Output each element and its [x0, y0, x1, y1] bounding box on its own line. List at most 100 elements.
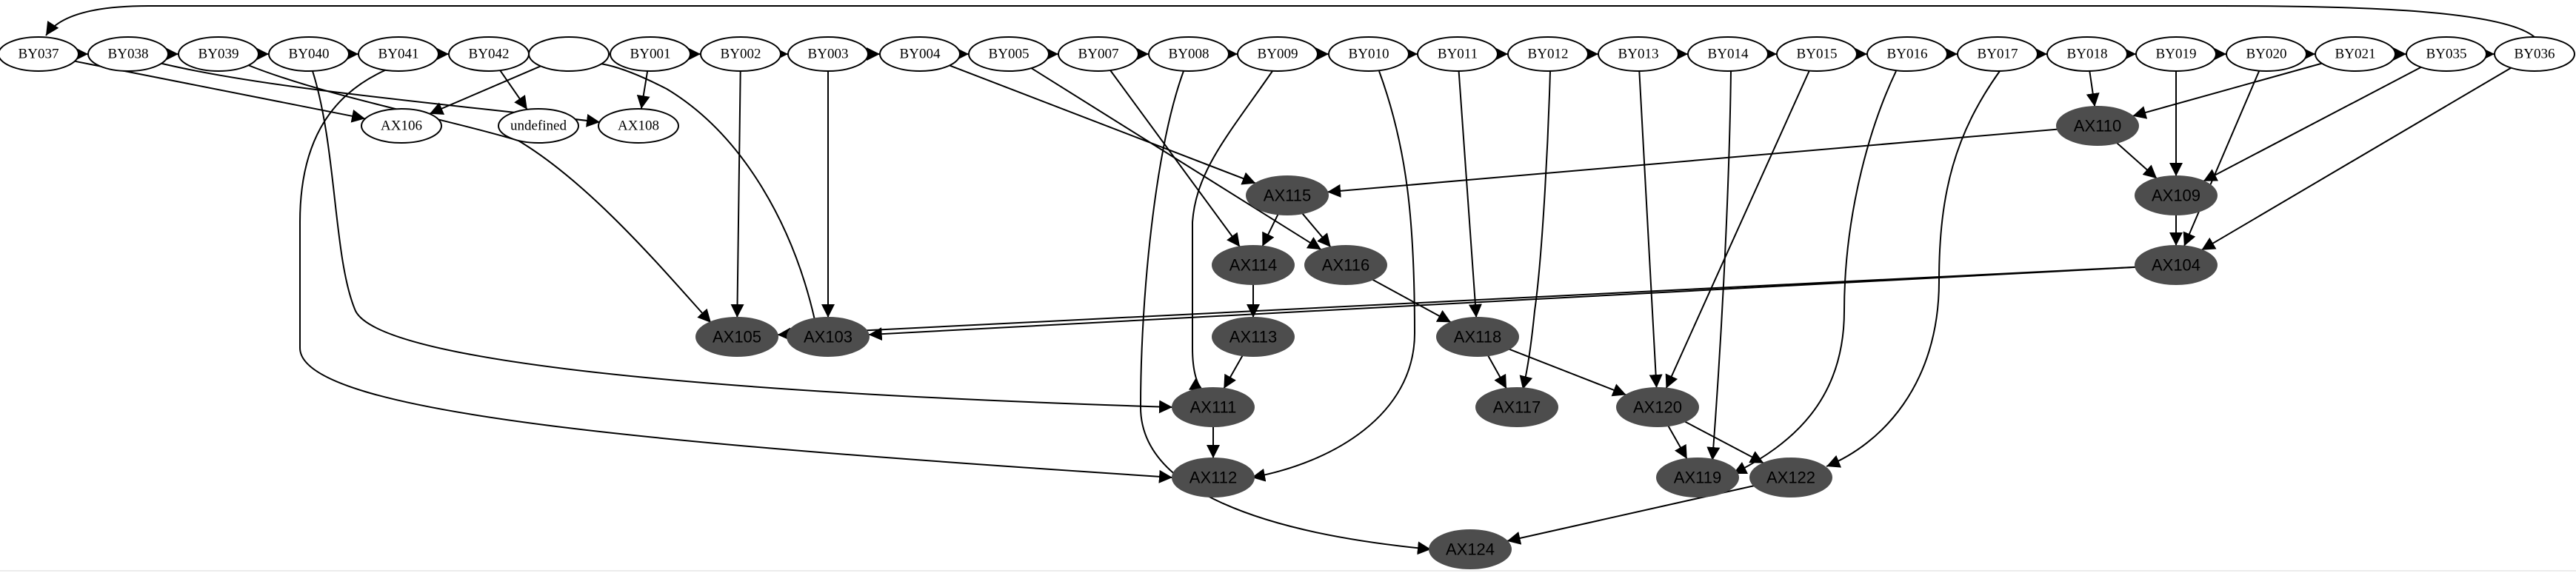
node-by035[interactable]: BY035 [2406, 36, 2487, 72]
node-label: AX116 [1322, 256, 1369, 275]
edge-by015-to-ax120 [1665, 70, 1810, 389]
node-by011[interactable]: BY011 [1417, 36, 1498, 72]
node-label: BY014 [1708, 47, 1749, 62]
node-ax103[interactable]: AX103 [787, 317, 870, 357]
node-shape [695, 317, 778, 357]
node-ax122[interactable]: AX122 [1749, 458, 1832, 497]
node-ax120[interactable]: AX120 [1616, 387, 1699, 427]
node-by003[interactable]: BY003 [787, 36, 869, 72]
node-by015[interactable]: BY015 [1776, 36, 1858, 72]
node-ax108[interactable]: AX108 [598, 108, 679, 144]
node-by019[interactable]: BY019 [2135, 36, 2217, 72]
node-label: undefined [510, 118, 567, 134]
node-label: BY012 [1528, 47, 1569, 62]
node-ax117[interactable]: AX117 [1475, 387, 1558, 427]
node-ax119[interactable]: AX119 [1656, 458, 1739, 497]
edge-by010-to-ax112 [1251, 70, 1416, 482]
node-ax113[interactable]: AX113 [1212, 317, 1295, 357]
node-label: BY041 [378, 47, 419, 62]
node-by012[interactable]: BY012 [1507, 36, 1589, 72]
node-by002[interactable]: BY002 [700, 36, 781, 72]
node-label: BY042 [469, 47, 510, 62]
node-by010[interactable]: BY010 [1328, 36, 1409, 72]
node-by040[interactable]: BY040 [268, 36, 350, 72]
node-label: BY037 [19, 47, 59, 62]
edge-by035-to-ax109 [2203, 66, 2422, 182]
node-shape [879, 36, 961, 72]
node-by009[interactable]: BY009 [1237, 36, 1318, 72]
node-shape [178, 36, 259, 72]
node-ax105[interactable]: AX105 [695, 317, 778, 357]
node-by021[interactable]: BY021 [2315, 36, 2396, 72]
edge-by014-to-ax119 [1706, 70, 1732, 461]
node-by020[interactable]: BY020 [2226, 36, 2307, 72]
node-undefined[interactable]: undefined [498, 108, 579, 144]
node-shape [1237, 36, 1318, 72]
node-ax114[interactable]: AX114 [1212, 245, 1295, 285]
node-shape [2315, 36, 2396, 72]
node-shape [498, 108, 579, 144]
node-by004[interactable]: BY004 [879, 36, 961, 72]
node-ax116[interactable]: AX116 [1304, 245, 1387, 285]
node-shape [87, 36, 169, 72]
edge-ax118-to-ax117 [1487, 355, 1507, 389]
node-by018[interactable]: BY018 [2046, 36, 2128, 72]
node-ax104[interactable]: AX104 [2135, 245, 2218, 285]
node-shape [1598, 36, 1679, 72]
edge-by008-to-ax124 [1139, 70, 1432, 555]
edge-by020-to-ax104 [2183, 70, 2260, 247]
node-label: BY004 [900, 47, 941, 62]
node-label: AX110 [2074, 117, 2121, 135]
node-by042[interactable]: BY042 [448, 36, 530, 72]
node-label: BY019 [2156, 47, 2197, 62]
node-ax111[interactable]: AX111 [1172, 387, 1255, 427]
edge-ax116-to-ax118 [1372, 278, 1452, 324]
node-label: AX105 [713, 328, 761, 346]
node-by005[interactable]: BY005 [968, 36, 1050, 72]
node-label: BY007 [1078, 47, 1119, 62]
node-ax118[interactable]: AX118 [1436, 317, 1519, 357]
node-ax115[interactable]: AX115 [1246, 175, 1329, 215]
node-by041[interactable]: BY041 [358, 36, 439, 72]
node-label: BY038 [108, 47, 149, 62]
node-shape [1058, 36, 1139, 72]
node-shape [2135, 245, 2218, 285]
node-by001[interactable]: BY001 [610, 36, 691, 72]
node-label: BY005 [989, 47, 1030, 62]
node-by039[interactable]: BY039 [178, 36, 259, 72]
node-label: AX119 [1674, 469, 1721, 487]
node-ax124[interactable]: AX124 [1429, 529, 1512, 569]
node-by007[interactable]: BY007 [1058, 36, 1139, 72]
node-shape [2135, 175, 2218, 215]
node-by038[interactable]: BY038 [87, 36, 169, 72]
edge-ax104-to-ax105 [777, 266, 2136, 341]
node-label: BY008 [1169, 47, 1209, 62]
node-shape [1148, 36, 1229, 72]
edge-ax115-to-ax114 [1261, 213, 1279, 247]
node-ax109[interactable]: AX109 [2135, 175, 2218, 215]
edge-ax103-to-blank [574, 55, 815, 321]
edge-by042-to-undef [499, 70, 528, 110]
edge-by002-to-ax105 [730, 70, 744, 318]
node-shape [1507, 36, 1589, 72]
node-by036[interactable]: BY036 [2494, 36, 2575, 72]
node-by016[interactable]: BY016 [1866, 36, 1948, 72]
node-label: BY035 [2426, 47, 2467, 62]
edge-blank-to-ax106 [429, 65, 541, 115]
edge-by004-to-ax115 [949, 64, 1256, 185]
edge-by012-to-ax117 [1519, 70, 1551, 390]
node-ax110[interactable]: AX110 [2056, 106, 2139, 146]
node-shape [1417, 36, 1498, 72]
node-by013[interactable]: BY013 [1598, 36, 1679, 72]
edge-by016-to-ax119 [1732, 70, 1897, 475]
node-blank[interactable] [528, 36, 610, 72]
node-by037[interactable]: BY037 [0, 36, 79, 72]
node-by008[interactable]: BY008 [1148, 36, 1229, 72]
node-label: AX113 [1229, 328, 1277, 346]
node-label: BY002 [721, 47, 761, 62]
node-ax112[interactable]: AX112 [1172, 458, 1255, 497]
node-by017[interactable]: BY017 [1957, 36, 2038, 72]
edge-by041-to-ax112 [299, 69, 1173, 483]
node-by014[interactable]: BY014 [1687, 36, 1769, 72]
node-ax106[interactable]: AX106 [361, 108, 442, 144]
